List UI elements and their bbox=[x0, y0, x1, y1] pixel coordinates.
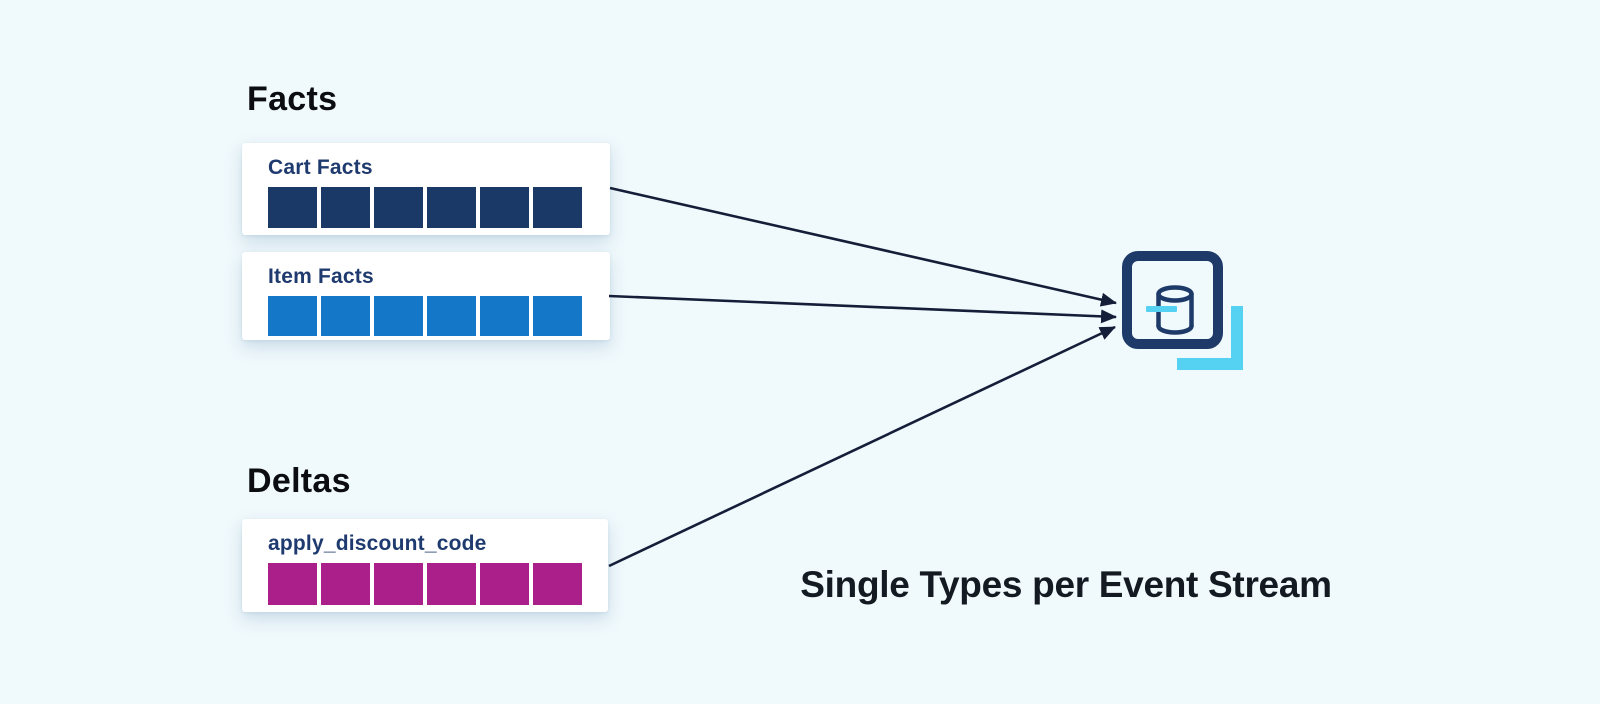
event-block bbox=[533, 563, 582, 605]
facts-heading: Facts bbox=[247, 80, 338, 118]
apply-discount-code-event-blocks bbox=[268, 563, 608, 605]
card-apply-discount-code: apply_discount_code bbox=[242, 519, 608, 612]
diagram-caption: Single Types per Event Stream bbox=[800, 564, 1332, 605]
icon-corner-accent bbox=[1177, 306, 1243, 370]
event-block bbox=[374, 187, 423, 228]
event-block bbox=[374, 296, 423, 336]
event-block bbox=[427, 187, 476, 228]
event-block bbox=[374, 563, 423, 605]
event-block bbox=[268, 296, 317, 336]
event-block bbox=[321, 187, 370, 228]
stream-dash-accent-icon bbox=[1146, 306, 1177, 312]
arrow-from-item-facts bbox=[608, 294, 1117, 324]
cart-facts-event-blocks bbox=[268, 187, 610, 228]
card-item-facts: Item Facts bbox=[242, 252, 610, 340]
event-block bbox=[480, 563, 529, 605]
event-block bbox=[268, 187, 317, 228]
event-block bbox=[321, 563, 370, 605]
event-block bbox=[533, 187, 582, 228]
item-facts-event-blocks bbox=[268, 296, 610, 336]
arrow-from-apply-discount-code bbox=[608, 325, 1116, 568]
arrow-from-cart-facts bbox=[609, 186, 1117, 307]
event-block bbox=[480, 187, 529, 228]
card-item-facts-label: Item Facts bbox=[268, 265, 374, 288]
event-block bbox=[321, 296, 370, 336]
event-block bbox=[533, 296, 582, 336]
database-cylinder-icon bbox=[1156, 285, 1194, 335]
event-stream-database-icon bbox=[1122, 251, 1223, 349]
event-block bbox=[427, 563, 476, 605]
card-cart-facts: Cart Facts bbox=[242, 143, 610, 235]
event-block bbox=[268, 563, 317, 605]
deltas-heading: Deltas bbox=[247, 462, 351, 500]
card-cart-facts-label: Cart Facts bbox=[268, 156, 373, 179]
event-block bbox=[427, 296, 476, 336]
card-apply-discount-code-label: apply_discount_code bbox=[268, 532, 487, 555]
event-block bbox=[480, 296, 529, 336]
